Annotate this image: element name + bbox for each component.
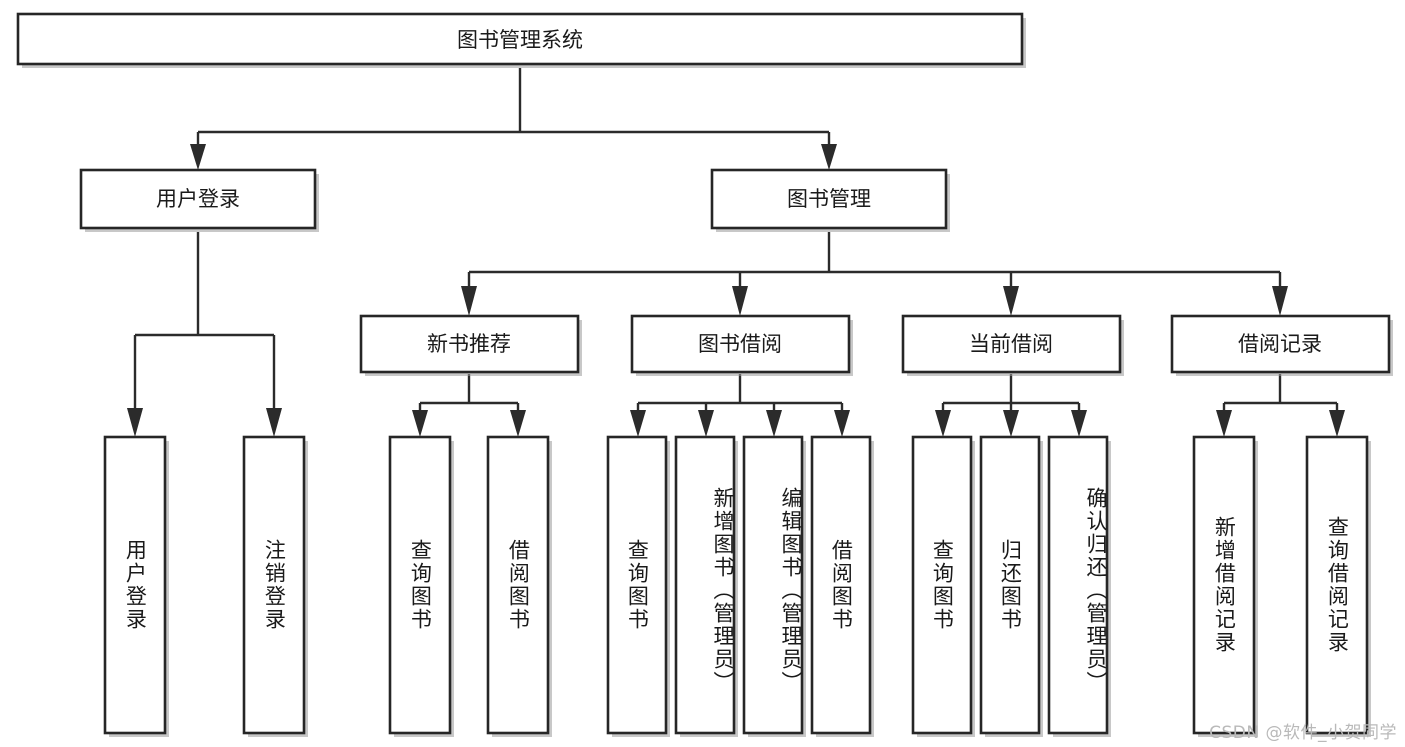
- current-borrow-box[interactable]: [901, 314, 1122, 374]
- arrow-to-new-book-rec: [461, 286, 477, 316]
- node-leaf-query-record[interactable]: [1305, 435, 1371, 737]
- new-book-rec-box[interactable]: [359, 314, 580, 374]
- root-label: 图书管理系统: [457, 28, 583, 52]
- book-manage-label: 图书管理: [787, 187, 871, 211]
- arrow-to-book-borrow: [732, 286, 748, 316]
- csdn-watermark: CSDN @软件_小贺同学: [1209, 723, 1397, 743]
- arrow-nbr-leaf-2: [510, 410, 526, 437]
- book-manage-box[interactable]: [710, 168, 948, 230]
- arrow-cb-leaf-2: [1003, 410, 1019, 437]
- leaf-add-book-box[interactable]: [674, 435, 736, 735]
- leaf-add-record-box[interactable]: [1192, 435, 1256, 735]
- leaf-edit-book-box[interactable]: [742, 435, 804, 735]
- user-login-box[interactable]: [79, 168, 317, 230]
- book-borrow-box[interactable]: [630, 314, 851, 374]
- connector-group-borrow-record-leaves: [1216, 374, 1345, 437]
- leaf-logout-box[interactable]: [242, 435, 306, 735]
- leaf-query-book-1-box[interactable]: [388, 435, 452, 735]
- node-leaf-borrow-book-2[interactable]: [810, 435, 874, 737]
- connector-group-current-borrow-leaves: [935, 374, 1087, 437]
- node-new-book-rec[interactable]: 新书推荐: [359, 314, 582, 376]
- arrow-cb-leaf-1: [935, 410, 951, 437]
- arrow-br-leaf-1: [1216, 410, 1232, 437]
- node-leaf-add-book[interactable]: [674, 435, 738, 737]
- connector-group-user-login-leaves: [127, 232, 282, 437]
- node-user-login[interactable]: 用户登录: [79, 168, 319, 232]
- arrow-bb-leaf-2: [698, 410, 714, 437]
- arrow-bb-leaf-3: [766, 410, 782, 437]
- node-leaf-confirm-return[interactable]: [1047, 435, 1111, 737]
- borrow-record-label: 借阅记录: [1238, 332, 1322, 356]
- current-borrow-label: 当前借阅: [969, 332, 1053, 356]
- node-book-manage[interactable]: 图书管理: [710, 168, 950, 232]
- arrow-bb-leaf-4: [834, 410, 850, 437]
- arrow-to-current-borrow: [1003, 286, 1019, 316]
- user-login-label: 用户登录: [156, 187, 240, 211]
- arrow-root-to-book-manage: [821, 144, 837, 170]
- node-leaf-borrow-book-1[interactable]: [486, 435, 552, 737]
- leaf-return-book-box[interactable]: [979, 435, 1041, 735]
- arrow-to-borrow-record: [1272, 286, 1288, 316]
- node-root[interactable]: 图书管理系统: [16, 12, 1026, 68]
- node-current-borrow[interactable]: 当前借阅: [901, 314, 1124, 376]
- node-leaf-query-book-1[interactable]: [388, 435, 454, 737]
- node-borrow-record[interactable]: 借阅记录: [1170, 314, 1393, 376]
- root-box[interactable]: [16, 12, 1024, 66]
- node-book-borrow[interactable]: 图书借阅: [630, 314, 853, 376]
- leaf-borrow-book-2-box[interactable]: [810, 435, 872, 735]
- node-leaf-logout[interactable]: [242, 435, 308, 737]
- node-leaf-return-book[interactable]: [979, 435, 1043, 737]
- node-leaf-add-record[interactable]: [1192, 435, 1258, 737]
- leaf-user-login-box[interactable]: [103, 435, 167, 735]
- node-leaf-query-book-2[interactable]: [606, 435, 670, 737]
- arrow-root-to-user-login: [190, 144, 206, 170]
- arrow-nbr-leaf-1: [412, 410, 428, 437]
- connector-group-new-book-rec-leaves: [412, 374, 526, 437]
- arrow-ul-leaf-1: [127, 408, 143, 437]
- node-leaf-edit-book[interactable]: [742, 435, 806, 737]
- node-leaf-query-book-3[interactable]: [911, 435, 975, 737]
- node-leaf-user-login[interactable]: [103, 435, 169, 737]
- arrow-ul-leaf-2: [266, 408, 282, 437]
- connector-group-book-borrow-leaves: [630, 374, 850, 437]
- new-book-rec-label: 新书推荐: [427, 332, 511, 356]
- leaf-confirm-return-box[interactable]: [1047, 435, 1109, 735]
- book-borrow-label: 图书借阅: [698, 332, 782, 356]
- borrow-record-box[interactable]: [1170, 314, 1391, 374]
- connector-group-root: [190, 68, 837, 170]
- arrow-cb-leaf-3: [1071, 410, 1087, 437]
- leaf-query-book-3-box[interactable]: [911, 435, 973, 735]
- arrow-bb-leaf-1: [630, 410, 646, 437]
- arrow-br-leaf-2: [1329, 410, 1345, 437]
- connector-group-book-manage: [461, 232, 1288, 316]
- leaf-borrow-book-1-box[interactable]: [486, 435, 550, 735]
- leaf-query-record-box[interactable]: [1305, 435, 1369, 735]
- leaf-query-book-2-box[interactable]: [606, 435, 668, 735]
